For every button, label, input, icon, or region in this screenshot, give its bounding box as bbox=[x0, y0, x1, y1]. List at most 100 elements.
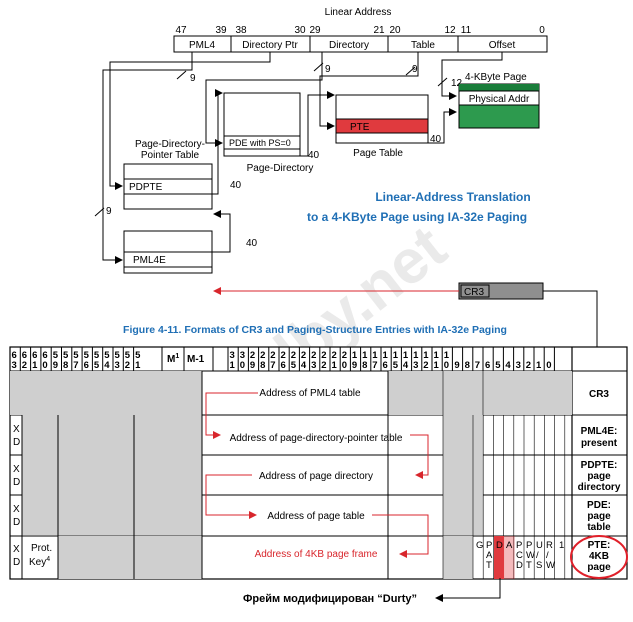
pml4e-entry-label: PML4E bbox=[133, 255, 166, 266]
bit-12: 12 bbox=[444, 25, 456, 36]
width-pml4: 9 bbox=[190, 73, 196, 84]
row-pde-field: Address of page table bbox=[267, 511, 365, 522]
bit-header-bottom: 1 bbox=[230, 360, 236, 371]
label-pde-1: PDE: bbox=[587, 500, 611, 511]
bit-21: 21 bbox=[373, 25, 385, 36]
width-dirptr: 9 bbox=[106, 206, 112, 217]
bit-header-top: 1 bbox=[393, 350, 399, 361]
bit-header-top: 6 bbox=[12, 350, 17, 361]
field-directory-ptr: Directory Ptr bbox=[242, 40, 298, 51]
bit-header-low: 8 bbox=[465, 360, 470, 371]
bit-width-marks: 9 9 9 9 12 bbox=[94, 62, 463, 217]
pdpt-table: Page-Directory- Pointer Table PDPTE bbox=[123, 139, 213, 210]
bit-header-top: 5 bbox=[84, 350, 90, 361]
width-pdpte: 40 bbox=[230, 180, 242, 191]
bit-header-bottom: 0 bbox=[42, 360, 47, 371]
page-table: PTE Page Table bbox=[335, 94, 429, 159]
pte-flag-char: P bbox=[526, 540, 532, 551]
linear-address-title: Linear Address bbox=[325, 7, 392, 18]
xd-pdpte-x: X bbox=[13, 464, 20, 475]
bit-header-bottom: 1 bbox=[332, 360, 338, 371]
bit-header-low: 3 bbox=[516, 360, 521, 371]
bit-header-bottom: 8 bbox=[260, 360, 265, 371]
bit-header-top: 1 bbox=[413, 350, 419, 361]
bit-11: 11 bbox=[461, 25, 472, 36]
bit-header-bottom: 9 bbox=[352, 360, 357, 371]
xd-cells: X D X D X D X D bbox=[13, 424, 20, 568]
bit-header-bottom: 3 bbox=[413, 360, 418, 371]
pte-flag-char: S bbox=[536, 560, 542, 571]
bit-header-top: 2 bbox=[281, 350, 286, 361]
bit-header-top: 5 bbox=[115, 350, 121, 361]
bit-header-bottom: 3 bbox=[311, 360, 316, 371]
width-pde: 40 bbox=[308, 150, 320, 161]
pdpte-entry-label: PDPTE bbox=[129, 182, 163, 193]
label-pdpte-2: page bbox=[587, 471, 611, 482]
page-table-label: Page Table bbox=[353, 148, 403, 159]
bit-header-low: 1 bbox=[536, 360, 542, 371]
table-row-fields: Address of PML4 table Address of page-di… bbox=[230, 388, 403, 560]
pde-entry-label: PDE with PS=0 bbox=[229, 138, 291, 148]
bit-header-bottom: 8 bbox=[362, 360, 367, 371]
bit-header-bottom: 0 bbox=[240, 360, 245, 371]
bit-header-top: 6 bbox=[42, 350, 47, 361]
dirty-arrow bbox=[435, 578, 501, 602]
bit-header-bottom: 6 bbox=[84, 360, 89, 371]
row-cr3-field: Address of PML4 table bbox=[259, 388, 361, 399]
label-pde-3: table bbox=[587, 522, 611, 533]
field-directory: Directory bbox=[329, 40, 369, 51]
bit-header-bottom: 1 bbox=[32, 360, 38, 371]
pte-entry bbox=[335, 118, 429, 134]
bit-header-low: 0 bbox=[546, 360, 551, 371]
bit-header-top: 5 bbox=[63, 350, 69, 361]
label-pdpte-3: directory bbox=[578, 482, 621, 493]
pte-flag-char: / bbox=[546, 550, 549, 561]
cr3-ignored-low bbox=[388, 371, 572, 415]
bit-header-top: 5 bbox=[125, 350, 131, 361]
bit-header-bottom: 3 bbox=[115, 360, 120, 371]
pte-flag-char: D bbox=[516, 560, 523, 571]
width-offset: 12 bbox=[451, 78, 463, 89]
pte-entry-label: PTE bbox=[350, 122, 370, 133]
label-cr3: CR3 bbox=[589, 389, 609, 400]
translation-title-2: to a 4-KByte Page using IA-32e Paging bbox=[307, 210, 527, 224]
bit-header-bottom: 9 bbox=[250, 360, 255, 371]
bit-header-top: 1 bbox=[362, 350, 368, 361]
pde-entry bbox=[223, 135, 301, 150]
pml4-table: PML4E bbox=[123, 230, 213, 274]
pte-flag-char: P bbox=[516, 540, 522, 551]
pte-highlight-circle bbox=[570, 535, 628, 579]
cr3-register-label: CR3 bbox=[464, 287, 484, 298]
bit-header-top: 1 bbox=[352, 350, 358, 361]
format-table: 6362616059585756555453525131302928272625… bbox=[9, 346, 628, 580]
bit-header-top: 1 bbox=[423, 350, 429, 361]
bit-header-top: 1 bbox=[383, 350, 389, 361]
bit-header-top: 2 bbox=[270, 350, 275, 361]
bit-header-bottom: 3 bbox=[12, 360, 17, 371]
pte-flag-char: U bbox=[536, 540, 543, 551]
bit-header-bottom: 9 bbox=[53, 360, 58, 371]
bit-header-top: 2 bbox=[321, 350, 326, 361]
bit-header-bottom: 1 bbox=[434, 360, 440, 371]
bit-header-top: 2 bbox=[250, 350, 255, 361]
pte-flag-char: R bbox=[546, 540, 553, 551]
bit-30: 30 bbox=[294, 25, 306, 36]
xd-pde-x: X bbox=[13, 504, 20, 515]
width-pte: 40 bbox=[430, 134, 442, 145]
entry-ignored-low bbox=[443, 495, 483, 535]
pte-flag-char: P bbox=[486, 540, 492, 551]
entry-ignored-high bbox=[22, 415, 134, 455]
bit-header-top: 5 bbox=[135, 350, 141, 361]
pdpt-label-1: Page-Directory- bbox=[135, 139, 205, 150]
bit-header-top: 5 bbox=[104, 350, 110, 361]
m-minus-1-header: M-1 bbox=[187, 354, 205, 365]
pte-ignored-high bbox=[58, 536, 134, 579]
xd-pde-d: D bbox=[13, 517, 20, 528]
bit-header-low: 5 bbox=[495, 360, 501, 371]
physical-addr-entry bbox=[458, 90, 540, 106]
pte-flag-char: W bbox=[546, 560, 555, 571]
field-offset: Offset bbox=[489, 40, 516, 51]
bit-header-bottom: 2 bbox=[22, 360, 27, 371]
entry-reserved bbox=[134, 455, 202, 495]
xd-pte-d: D bbox=[13, 557, 20, 568]
